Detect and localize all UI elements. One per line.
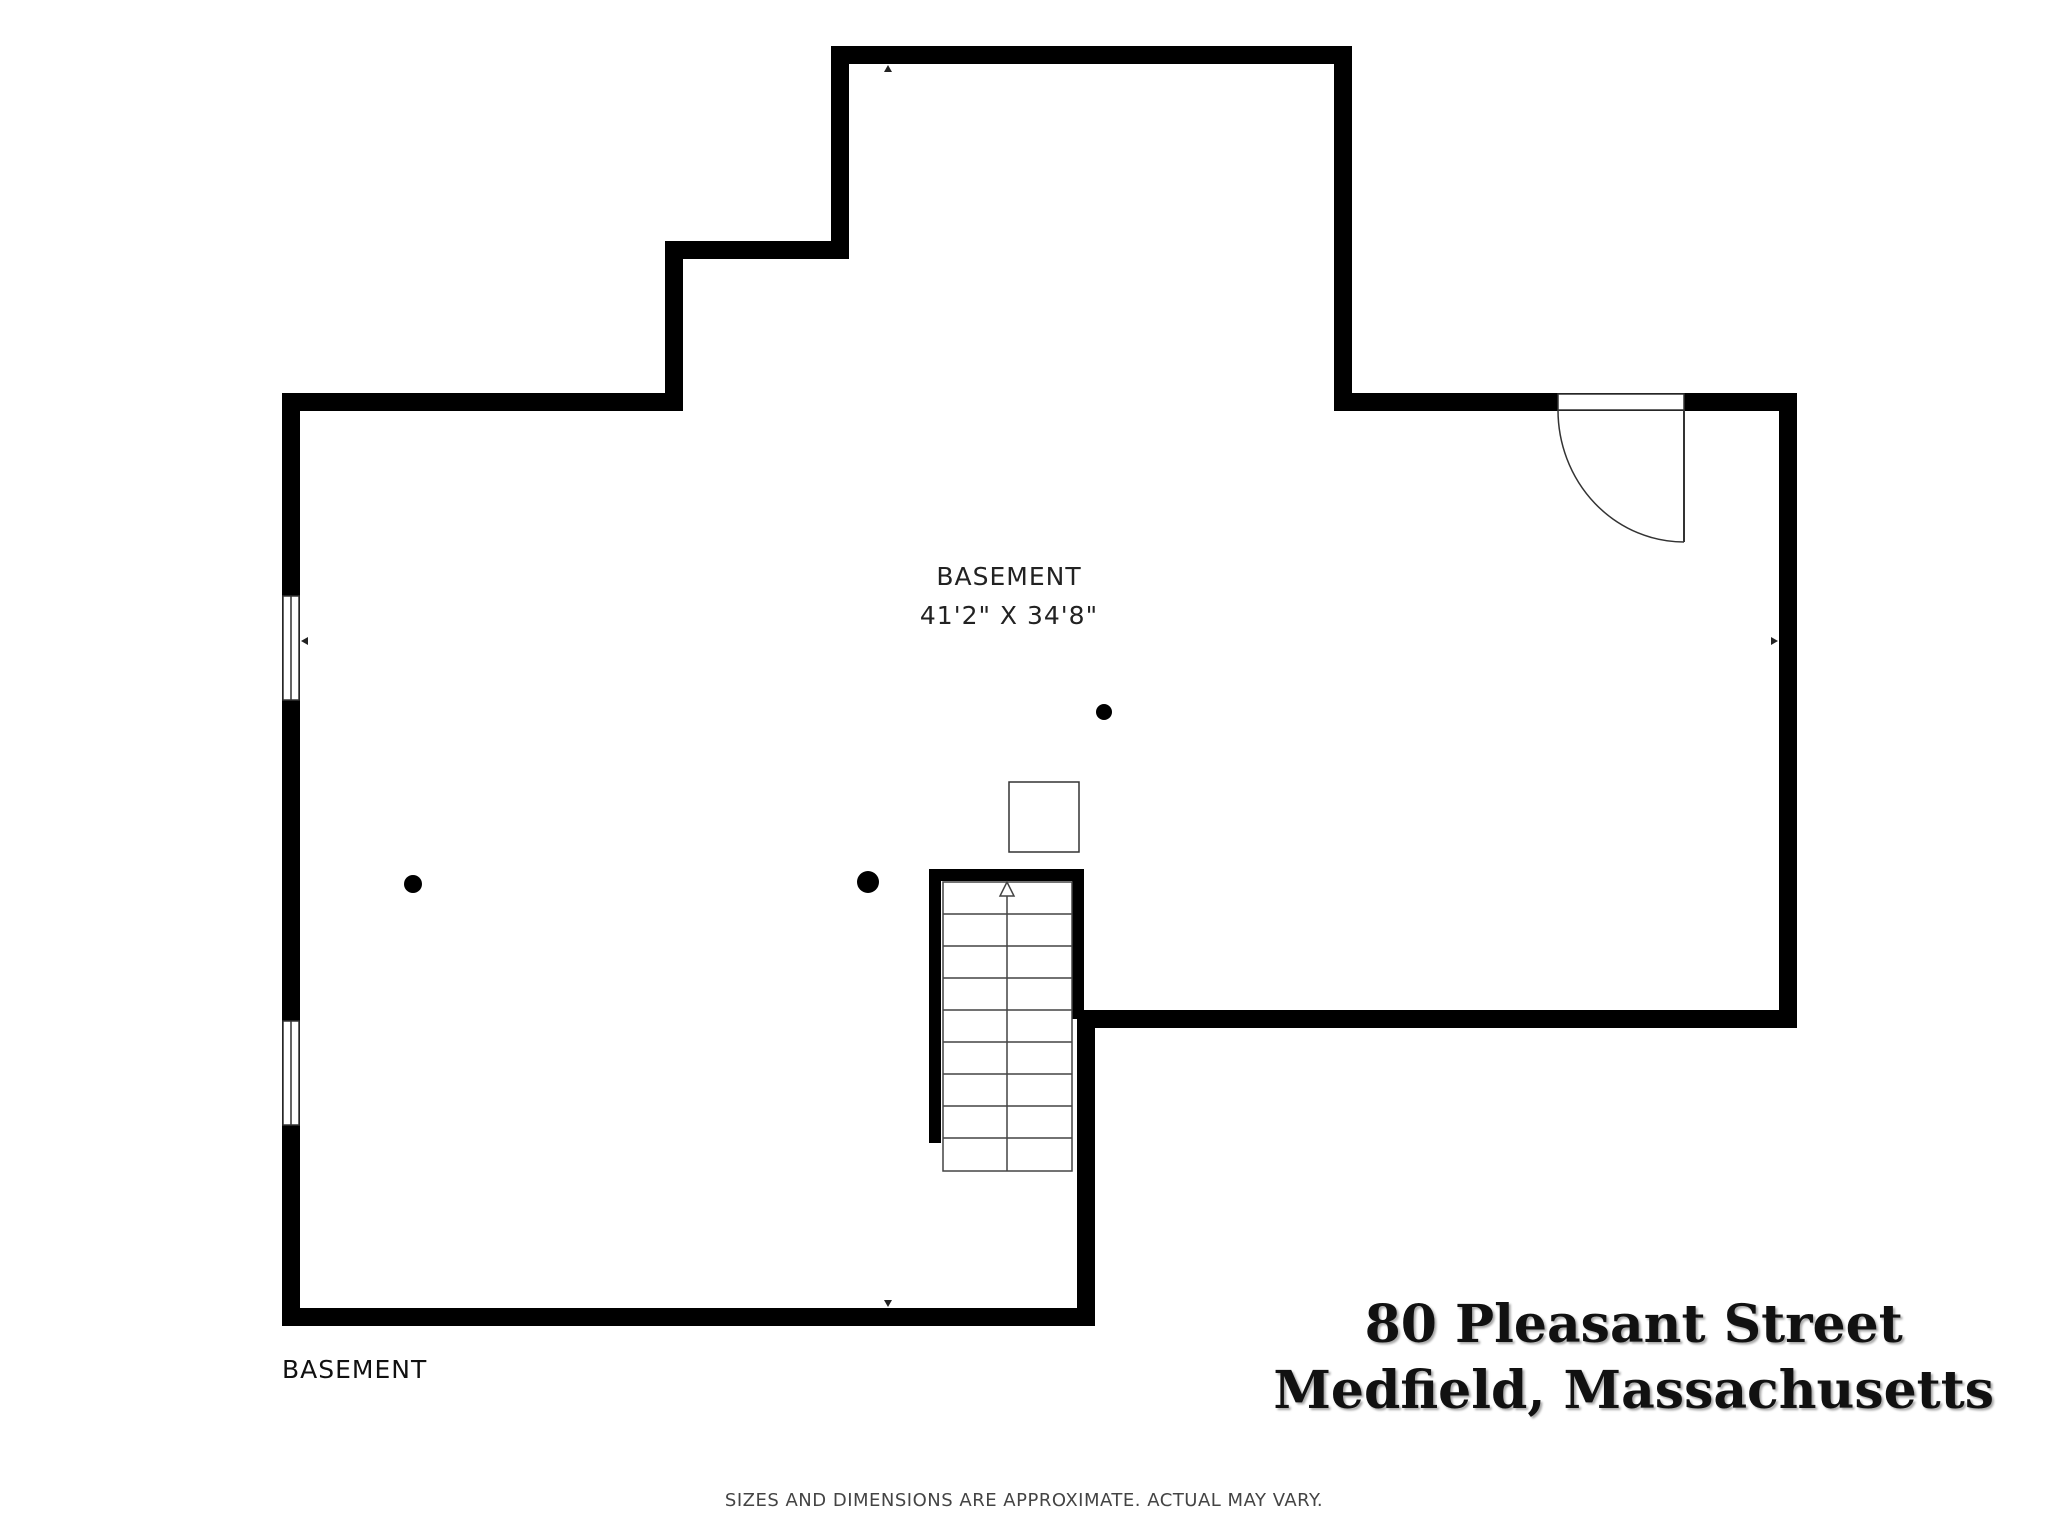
address-city: Medfield, Massachusetts [1273, 1360, 1994, 1421]
door [1557, 393, 1685, 543]
stair-direction-arrow-icon [998, 880, 1016, 897]
property-address: 80 Pleasant Street Medfield, Massachuset… [1273, 1292, 1994, 1424]
support-post [1096, 704, 1112, 720]
wall-marker-top [884, 65, 892, 72]
support-post [857, 871, 879, 893]
address-street: 80 Pleasant Street [1364, 1294, 1903, 1355]
support-post [404, 875, 422, 893]
room-dimensions: 41'2" X 34'8" [920, 601, 1098, 630]
wall-marker-left [301, 637, 308, 645]
disclaimer: SIZES AND DIMENSIONS ARE APPROXIMATE. AC… [724, 1490, 1324, 1511]
window-left-upper [282, 595, 300, 701]
exterior-wall [282, 46, 1797, 1326]
chimney-box [1008, 781, 1080, 853]
window-left-lower [282, 1020, 300, 1126]
floor-label: BASEMENT [282, 1355, 428, 1384]
staircase [942, 881, 1073, 1172]
wall-marker-bottom [884, 1300, 892, 1307]
wall-marker-right [1771, 637, 1778, 645]
stair-wall [929, 869, 1084, 1143]
room-name: BASEMENT [936, 562, 1081, 591]
